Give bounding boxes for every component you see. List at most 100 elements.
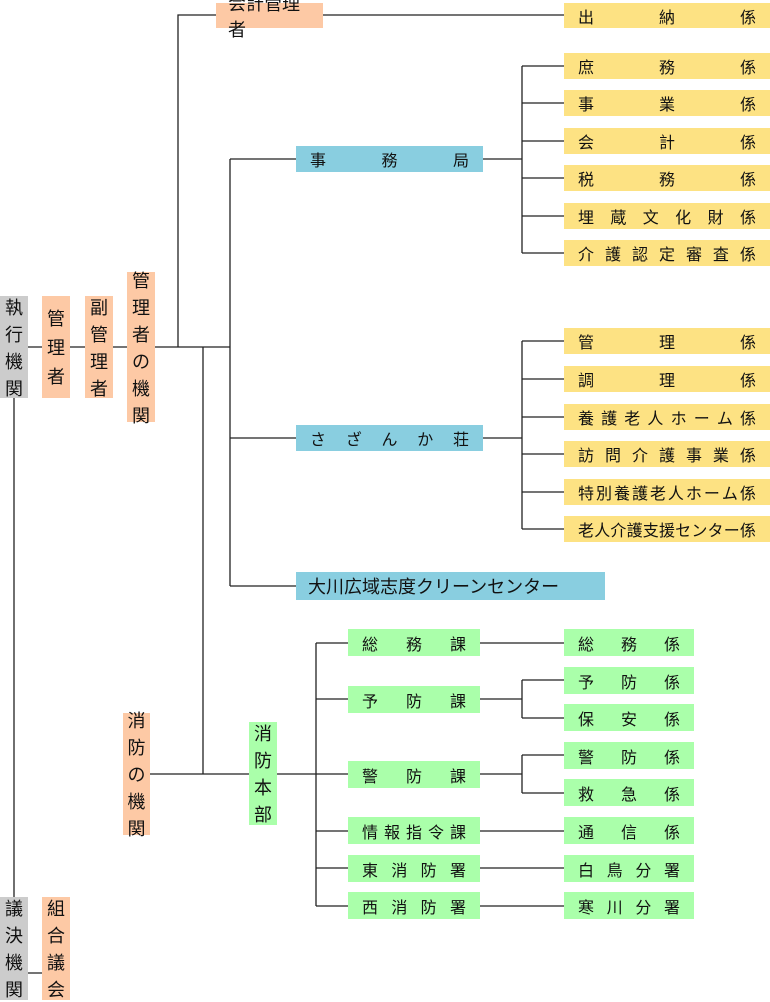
box-char: 係 [663, 784, 680, 804]
box-char: 審 [685, 245, 702, 264]
fire-division-box: 警防課 [348, 761, 480, 788]
fire-section-box: 総務係 [564, 629, 694, 656]
fire-hq-box: 消防本部 [249, 722, 277, 826]
box-char: 計 [658, 133, 675, 152]
sazanka-box: さざんか荘 [296, 425, 483, 451]
box-label: 大川広域志度クリーンセンター [308, 577, 560, 598]
box-char: 務 [620, 634, 637, 654]
fire-section-box: 予防係 [564, 667, 694, 694]
box-char: 護 [631, 484, 648, 503]
fire-org-box: 消防の機関 [123, 711, 150, 840]
box-char: 庶 [578, 58, 595, 77]
box-char: 関 [127, 819, 146, 840]
box-char: ホ [685, 484, 702, 503]
box-char: 理 [658, 371, 675, 390]
box-char: 係 [739, 245, 756, 264]
box-char: ム [716, 409, 733, 428]
vice-manager-box: 副管理者 [85, 296, 113, 400]
box-char: か [417, 430, 434, 449]
box-label: 会計管理者 [228, 0, 300, 41]
box-char: 認 [631, 245, 648, 264]
box-char: 務 [658, 58, 675, 77]
box-char: 係 [739, 208, 756, 227]
box-char: 出 [578, 7, 595, 27]
box-char: 介 [631, 446, 648, 465]
box-char: 訪 [578, 446, 595, 465]
box-char: タ [707, 521, 724, 540]
secretariat-section-box: 埋蔵文化財係 [564, 203, 770, 229]
secretariat-section-box: 事業係 [564, 90, 770, 116]
secretariat-section-box: 庶務係 [564, 53, 770, 79]
sazanka-section-box: 老人介護支援センター係 [564, 516, 770, 542]
box-char: 総 [578, 634, 595, 654]
fire-division-box: 東消防署 [348, 855, 480, 882]
box-char: 課 [449, 634, 466, 654]
sazanka-section-box: 調理係 [564, 366, 770, 392]
box-char: 業 [712, 446, 729, 465]
box-char: セ [675, 521, 692, 540]
box-char: 関 [5, 378, 23, 400]
box-char: 特 [578, 484, 595, 503]
box-char: 調 [578, 371, 595, 390]
box-char: 問 [604, 446, 621, 465]
box-char: 決 [5, 926, 23, 947]
box-char: 係 [663, 709, 680, 729]
box-char: ー [703, 484, 720, 503]
box-char: の [132, 351, 150, 373]
box-char: 消 [391, 860, 408, 880]
secretariat-box: 事務局 [296, 146, 483, 172]
box-char: 者 [90, 378, 108, 400]
box-char: 係 [739, 333, 756, 352]
box-char: 警 [578, 747, 595, 767]
box-char: 理 [47, 337, 65, 359]
secretariat-section-box: 税務係 [564, 165, 770, 191]
box-char: 人 [667, 484, 684, 503]
box-char: 急 [620, 784, 637, 804]
box-char: 保 [578, 709, 595, 729]
box-char: 関 [5, 980, 23, 1001]
box-char: 介 [610, 521, 627, 540]
box-char: 行 [5, 324, 23, 346]
box-char: 事 [685, 446, 702, 465]
box-char: 係 [739, 170, 756, 189]
manager-box: 管理者 [42, 296, 70, 398]
box-char: 議 [47, 953, 65, 974]
assembly-box: 組合議会 [42, 897, 70, 1001]
box-char: ホ [670, 409, 687, 428]
box-char: 係 [663, 672, 680, 692]
fire-division-box: 西消防署 [348, 892, 480, 919]
cashier-section-box: 出納係 [564, 3, 770, 28]
box-char: 管 [47, 309, 65, 331]
box-char: 組 [47, 899, 65, 920]
box-char: 係 [663, 634, 680, 654]
box-char: 財 [707, 208, 724, 227]
box-char: 養 [613, 484, 630, 503]
box-char: 係 [739, 371, 756, 390]
box-char: 者 [47, 366, 65, 388]
box-char: 老 [624, 409, 641, 428]
box-char: 総 [362, 634, 379, 654]
box-char: ン [691, 521, 708, 540]
box-char: 東 [362, 860, 379, 880]
box-char: 消 [127, 711, 146, 732]
fire-section-box: 警防係 [564, 742, 694, 769]
box-char: 埋 [578, 208, 595, 227]
box-char: 防 [420, 897, 437, 917]
box-char: 援 [658, 521, 675, 540]
sazanka-section-box: 訪問介護事業係 [564, 441, 770, 467]
box-char: 防 [127, 738, 146, 759]
fire-division-box: 総務課 [348, 629, 480, 656]
box-char: 防 [405, 766, 422, 786]
box-char: ー [723, 521, 740, 540]
box-char: 予 [362, 691, 379, 711]
box-char: 消 [254, 724, 272, 745]
box-char: 機 [5, 953, 23, 974]
fire-section-box: 救急係 [564, 779, 694, 806]
box-char: 報 [383, 822, 400, 842]
box-char: さ [310, 430, 327, 449]
box-char: 老 [578, 521, 595, 540]
box-char: 人 [647, 409, 664, 428]
sazanka-section-box: 管理係 [564, 328, 770, 354]
secretariat-section-box: 会計係 [564, 128, 770, 154]
box-char: 合 [47, 926, 65, 947]
